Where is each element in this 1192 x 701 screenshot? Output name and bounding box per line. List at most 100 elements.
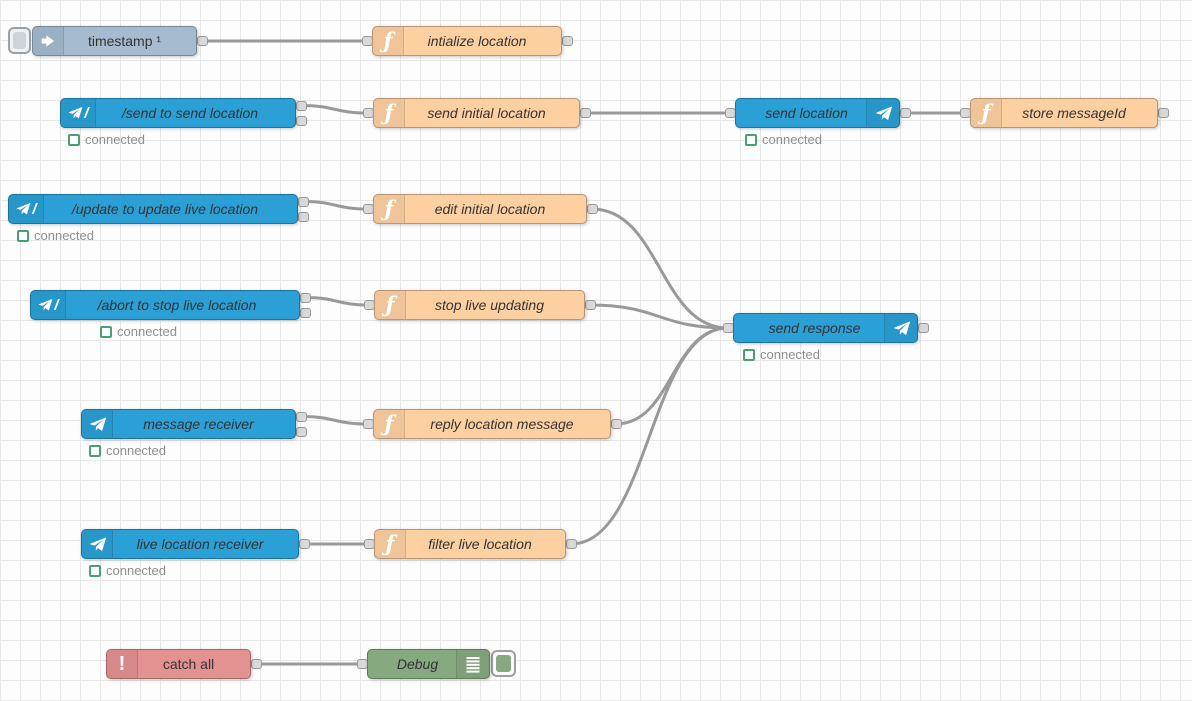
node-label: live location receiver bbox=[136, 536, 264, 552]
output-port[interactable] bbox=[561, 36, 573, 46]
node-status: connected bbox=[68, 133, 145, 146]
status-text: connected bbox=[117, 324, 177, 339]
node-status: connected bbox=[100, 325, 177, 338]
output-port[interactable] bbox=[298, 539, 310, 549]
function-icon: ƒ bbox=[374, 410, 405, 438]
output-port[interactable] bbox=[295, 115, 307, 126]
node-status: connected bbox=[89, 564, 166, 577]
output-port[interactable] bbox=[586, 204, 598, 214]
output-port[interactable] bbox=[579, 108, 591, 118]
node-label: send response bbox=[768, 320, 861, 336]
node-label: /abort to stop live location bbox=[97, 297, 257, 313]
status-indicator-icon bbox=[743, 348, 755, 361]
input-port[interactable] bbox=[362, 204, 374, 214]
status-indicator-icon bbox=[89, 564, 101, 577]
node-label: filter live location bbox=[428, 536, 532, 552]
node-label: stop live updating bbox=[435, 297, 544, 313]
wire[interactable] bbox=[569, 326, 730, 546]
node-fn-edit-initial[interactable]: ƒ edit initial location bbox=[373, 194, 587, 224]
node-label: message receiver bbox=[143, 416, 254, 432]
telegram-command-icon: / bbox=[31, 291, 66, 319]
input-port[interactable] bbox=[722, 323, 734, 333]
status-text: connected bbox=[34, 228, 94, 243]
output-port[interactable] bbox=[610, 419, 622, 429]
node-label: edit initial location bbox=[434, 201, 546, 217]
input-port[interactable] bbox=[363, 300, 375, 310]
inject-button-inner bbox=[13, 32, 26, 49]
node-label: store messageId bbox=[1022, 105, 1126, 121]
telegram-plane-icon bbox=[866, 99, 899, 127]
output-port[interactable] bbox=[565, 539, 577, 549]
output-port[interactable] bbox=[295, 411, 307, 422]
wire[interactable] bbox=[590, 207, 730, 330]
node-status: connected bbox=[17, 229, 94, 242]
node-fn-send-initial[interactable]: ƒ send initial location bbox=[373, 98, 580, 128]
output-port[interactable] bbox=[1157, 108, 1169, 118]
output-port[interactable] bbox=[295, 100, 307, 111]
node-label: /send to send location bbox=[121, 105, 259, 121]
input-port[interactable] bbox=[361, 36, 373, 46]
node-recv-message[interactable]: message receiver bbox=[81, 409, 296, 439]
function-icon: ƒ bbox=[373, 27, 404, 55]
function-icon: ƒ bbox=[971, 99, 1002, 127]
node-cmd-send[interactable]: / /send to send location bbox=[60, 98, 296, 128]
node-fn-store-messageid[interactable]: ƒ store messageId bbox=[970, 98, 1158, 128]
status-indicator-icon bbox=[100, 325, 112, 338]
output-port[interactable] bbox=[295, 426, 307, 437]
wire[interactable] bbox=[588, 303, 730, 330]
node-catch-all[interactable]: !catch all bbox=[106, 649, 251, 679]
status-text: connected bbox=[760, 347, 820, 362]
wire[interactable] bbox=[299, 104, 370, 115]
function-icon: ƒ bbox=[374, 195, 405, 223]
wire[interactable] bbox=[299, 415, 370, 426]
output-port[interactable] bbox=[196, 36, 208, 46]
input-port[interactable] bbox=[363, 539, 375, 549]
node-cmd-update[interactable]: //update to update live location bbox=[8, 194, 298, 224]
node-label: /update to update live location bbox=[71, 201, 259, 217]
wire[interactable] bbox=[301, 200, 370, 211]
output-port[interactable] bbox=[584, 300, 596, 310]
status-text: connected bbox=[85, 132, 145, 147]
node-cmd-abort[interactable]: / /abort to stop live location bbox=[30, 290, 300, 320]
debug-toggle-button[interactable] bbox=[491, 650, 516, 677]
telegram-plane-icon bbox=[884, 314, 917, 342]
node-label: send initial location bbox=[427, 105, 546, 121]
node-label: timestamp ¹ bbox=[87, 33, 162, 49]
inject-arrow-icon bbox=[33, 27, 64, 55]
output-port[interactable] bbox=[917, 323, 929, 333]
input-port[interactable] bbox=[356, 659, 368, 669]
input-port[interactable] bbox=[724, 108, 736, 118]
wire[interactable] bbox=[303, 296, 371, 307]
node-tg-send-location[interactable]: send location bbox=[735, 98, 900, 128]
node-label: intialize location bbox=[427, 33, 527, 49]
output-port[interactable] bbox=[299, 292, 311, 303]
output-port[interactable] bbox=[297, 211, 309, 222]
node-status: connected bbox=[743, 348, 820, 361]
node-debug1[interactable]: Debug bbox=[367, 649, 490, 679]
output-port[interactable] bbox=[297, 196, 309, 207]
input-port[interactable] bbox=[362, 419, 374, 429]
node-tg-send-response[interactable]: send response bbox=[733, 313, 918, 343]
input-port[interactable] bbox=[959, 108, 971, 118]
output-port[interactable] bbox=[299, 307, 311, 318]
exclamation-icon: ! bbox=[107, 650, 138, 678]
node-status: connected bbox=[745, 133, 822, 146]
input-port[interactable] bbox=[362, 108, 374, 118]
debug-list-icon bbox=[456, 650, 489, 678]
telegram-command-icon: / bbox=[61, 99, 96, 127]
output-port[interactable] bbox=[250, 659, 262, 669]
node-fn-init[interactable]: ƒ intialize location bbox=[372, 26, 562, 56]
node-label: send location bbox=[765, 105, 848, 121]
node-inject-timestamp[interactable]: timestamp ¹ bbox=[32, 26, 197, 56]
inject-button[interactable] bbox=[8, 27, 31, 54]
function-icon: ƒ bbox=[374, 99, 405, 127]
output-port[interactable] bbox=[899, 108, 911, 118]
node-recv-live[interactable]: live location receiver bbox=[81, 529, 299, 559]
